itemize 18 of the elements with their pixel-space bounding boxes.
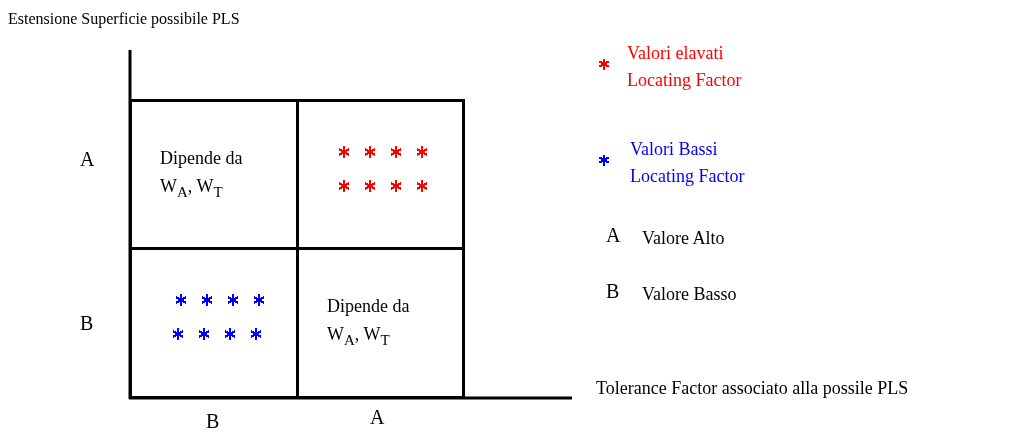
cell-text: Dipende da W$_{A}$, W$_{T}$ xyxy=(327,295,411,350)
axis-tick-label: B xyxy=(80,312,94,335)
legend-text: Valore Alto xyxy=(642,227,726,249)
axis-title: Estensione Superficie possibile PLS xyxy=(8,10,240,28)
matrix-cell xyxy=(129,247,299,399)
axis-title: Tolerance Factor associato alla possile PLS xyxy=(596,378,909,399)
legend-key-letter: B xyxy=(606,280,620,303)
matrix-cell xyxy=(296,99,465,250)
cell-text: Dipende da W$_{A}$, W$_{T}$ xyxy=(160,147,244,202)
matrix-cell xyxy=(129,99,299,250)
axis-tick-label: B xyxy=(206,410,220,433)
axis-tick-label: A xyxy=(370,406,385,429)
matrix-cell xyxy=(296,247,465,399)
legend-text: Valori Bassi Locating Factor xyxy=(630,138,746,188)
legend-key-letter: A xyxy=(606,224,621,247)
legend-text: Valore Basso xyxy=(642,283,738,305)
axis-tick-label: A xyxy=(80,148,95,171)
legend-text: Valori elavati Locating Factor xyxy=(627,42,743,92)
